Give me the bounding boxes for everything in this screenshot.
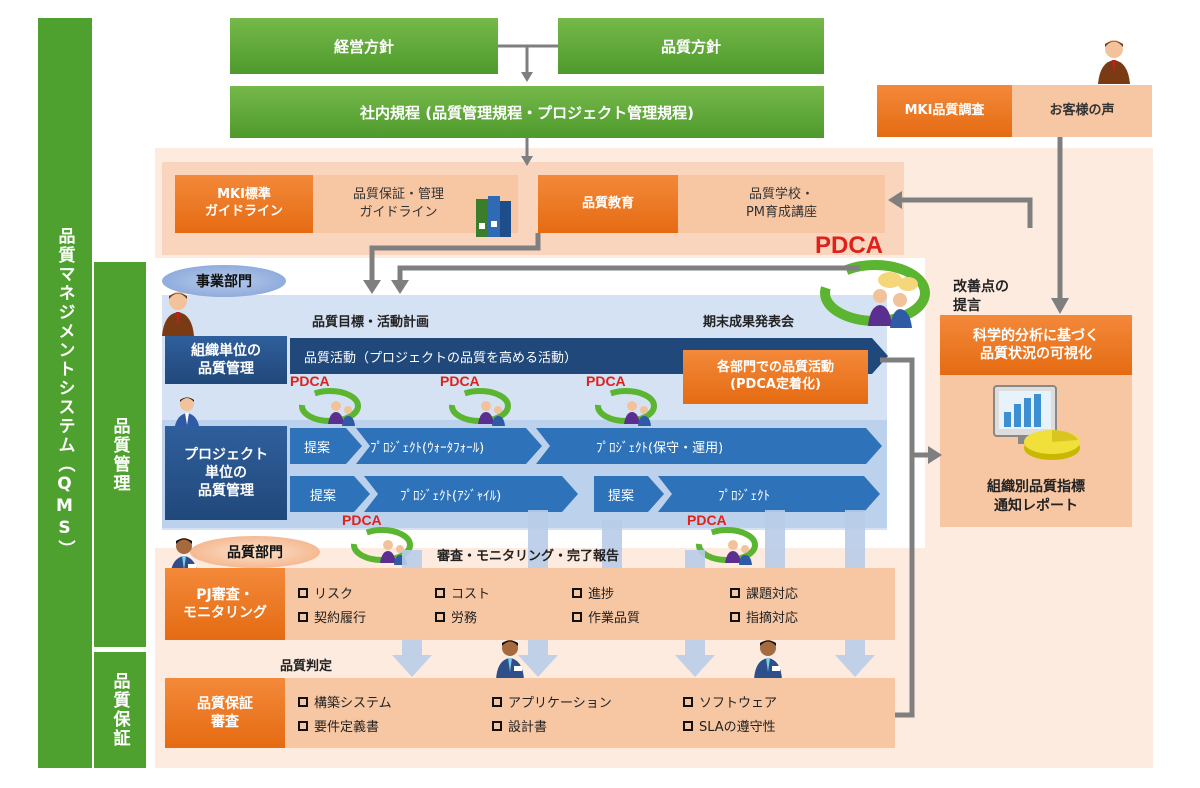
review-item-cost: コスト xyxy=(435,583,490,602)
monitor-chart-icon xyxy=(990,382,1085,467)
qa-review-panel xyxy=(165,678,895,748)
report-label: 組織別品質指標 通知レポート xyxy=(987,479,1085,514)
pdca-cycle-icon-2 xyxy=(448,386,512,426)
qa-item-sla: SLAの遵守性 xyxy=(683,716,776,735)
review-item-progress: 進捗 xyxy=(572,583,614,602)
pdca-label-3: PDCA xyxy=(586,373,626,389)
division-badge: 事業部門 xyxy=(162,265,286,297)
qa-item-software: ソフトウェア xyxy=(683,692,777,711)
qa-person-icon-1 xyxy=(494,638,526,680)
goals-label: 品質目標・活動計画 xyxy=(312,315,430,330)
review-item-risk: リスク xyxy=(298,583,353,602)
pdca-label-5: PDCA xyxy=(687,512,727,528)
review-title: 審査・モニタリング・完了報告 xyxy=(437,549,620,564)
qa-person-icon-2 xyxy=(752,638,784,680)
review-item-labor: 労務 xyxy=(435,607,477,626)
education-box: 品質教育 xyxy=(538,175,678,233)
pdca-cycle-icon-main xyxy=(820,258,930,328)
quality-policy-box: 品質方針 xyxy=(558,18,824,74)
qc-band: 品質管理 xyxy=(94,262,146,647)
review-item-issues: 課題対応 xyxy=(730,583,798,602)
project-qc-box: プロジェクト 単位の 品質管理 xyxy=(165,426,287,520)
pdca-label-4: PDCA xyxy=(342,512,382,528)
row2-agile-arrow: ﾌﾟﾛｼﾞｪｸﾄ(ｱｼﾞｬｲﾙ) xyxy=(364,476,578,512)
pdca-cycle-icon-3 xyxy=(594,386,658,426)
review-item-findings: 指摘対応 xyxy=(730,607,798,626)
analysis-title-box: 科学的分析に基づく 品質状況の可視化 xyxy=(940,315,1132,375)
row2-proposal2-arrow: 提案 xyxy=(594,476,664,512)
quality-dept-badge: 品質部門 xyxy=(190,536,320,568)
results-label: 期末成果発表会 xyxy=(703,315,795,330)
internal-rules-box: 社内規程 (品質管理規程・プロジェクト管理規程) xyxy=(230,86,824,138)
school-box: 品質学校・ PM育成講座 xyxy=(678,175,885,233)
qa-item-system: 構築システム xyxy=(298,692,392,711)
qa-band: 品質保証 xyxy=(94,652,146,768)
pdca-cycle-icon-5 xyxy=(695,525,759,565)
pdca-main-label: PDCA xyxy=(815,232,884,259)
judgement-label: 品質判定 xyxy=(280,659,333,674)
pdca-label-2: PDCA xyxy=(440,373,480,389)
pj-review-panel xyxy=(165,568,895,640)
customer-voice-box: お客様の声 xyxy=(1012,85,1152,137)
row2-proposal-arrow: 提案 xyxy=(290,476,370,512)
review-item-contract: 契約履行 xyxy=(298,607,366,626)
qa-review-box: 品質保証 審査 xyxy=(165,678,285,748)
row1-maintenance-arrow: ﾌﾟﾛｼﾞｪｸﾄ(保守・運用) xyxy=(536,428,882,464)
qa-item-requirements: 要件定義書 xyxy=(298,716,379,735)
org-qc-box: 組織単位の 品質管理 xyxy=(165,336,287,384)
division-person-icon xyxy=(160,290,196,336)
improvement-label: 改善点の 提言 xyxy=(953,279,1009,314)
row1-proposal-arrow: 提案 xyxy=(290,428,362,464)
pj-review-box: PJ審査・ モニタリング xyxy=(165,568,285,640)
row1-waterfall-arrow: ﾌﾟﾛｼﾞｪｸﾄ(ｳｫｰﾀﾌｫｰﾙ) xyxy=(356,428,542,464)
customer-person-icon xyxy=(1096,38,1132,84)
mki-survey-box: MKI品質調査 xyxy=(877,85,1012,137)
binder-icon xyxy=(474,193,514,239)
row2-project-arrow: ﾌﾟﾛｼﾞｪｸﾄ xyxy=(658,476,880,512)
qa-item-design: 設計書 xyxy=(492,716,547,735)
qms-band: 品質マネジメントシステム（QMS） xyxy=(38,18,92,768)
pdca-label-1: PDCA xyxy=(290,373,330,389)
management-policy-box: 経営方針 xyxy=(230,18,498,74)
pdca-cycle-icon-1 xyxy=(298,386,362,426)
mki-standard-box: MKI標準 ガイドライン xyxy=(175,175,313,233)
dept-activity-box: 各部門での品質活動 (PDCA定着化) xyxy=(683,350,868,404)
qa-item-application: アプリケーション xyxy=(492,692,612,711)
review-item-work-quality: 作業品質 xyxy=(572,607,640,626)
